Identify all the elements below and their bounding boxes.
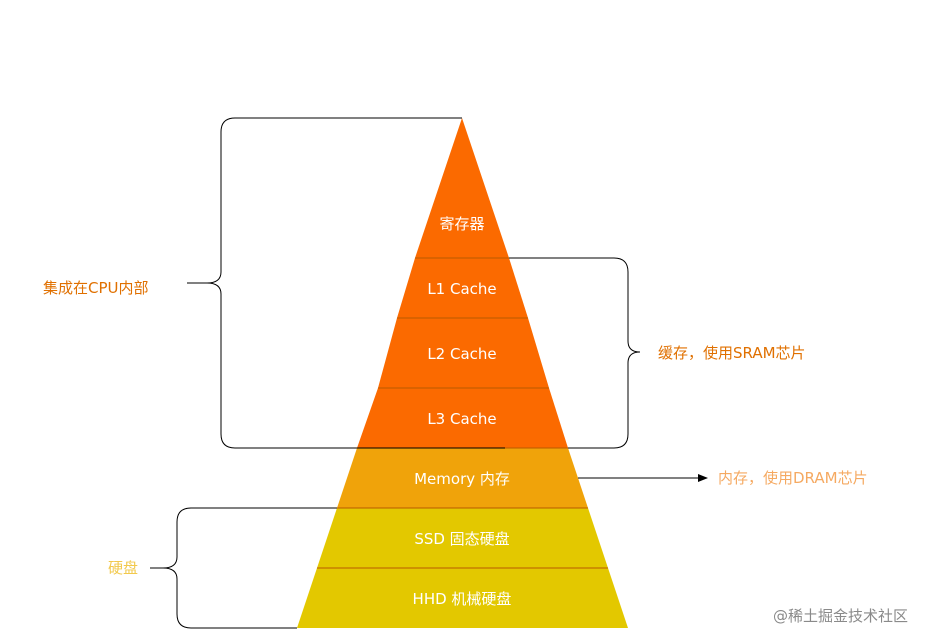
- cpu-internal-label: 集成在CPU内部: [43, 279, 149, 297]
- tier-label-registers: 寄存器: [439, 215, 484, 233]
- pyramid: 寄存器 L1 Cache L2 Cache L3 Cache Memory 内存…: [297, 118, 628, 628]
- tier-hhd: [297, 568, 628, 628]
- tier-label-l2-cache: L2 Cache: [427, 345, 496, 363]
- tier-l3-cache: [357, 388, 568, 448]
- watermark-text: @稀土掘金技术社区: [773, 607, 908, 625]
- tier-l1-cache: [397, 258, 528, 318]
- tier-label-hhd: HHD 机械硬盘: [413, 590, 512, 608]
- cache-sram-brace: [509, 257, 641, 449]
- memory-dram-label: 内存，使用DRAM芯片: [718, 469, 868, 487]
- tier-label-l1-cache: L1 Cache: [427, 280, 496, 298]
- cache-sram-label: 缓存，使用SRAM芯片: [658, 344, 806, 362]
- tier-ssd: [317, 508, 608, 568]
- disk-label: 硬盘: [108, 559, 138, 577]
- tier-label-memory: Memory 内存: [414, 470, 510, 488]
- tier-label-ssd: SSD 固态硬盘: [414, 530, 509, 548]
- tier-memory: [337, 448, 588, 508]
- disk-brace: [150, 507, 337, 629]
- tier-l2-cache: [378, 318, 549, 388]
- tier-registers: [415, 118, 509, 258]
- cpu-internal-brace: [187, 117, 505, 449]
- tier-label-l3-cache: L3 Cache: [427, 410, 496, 428]
